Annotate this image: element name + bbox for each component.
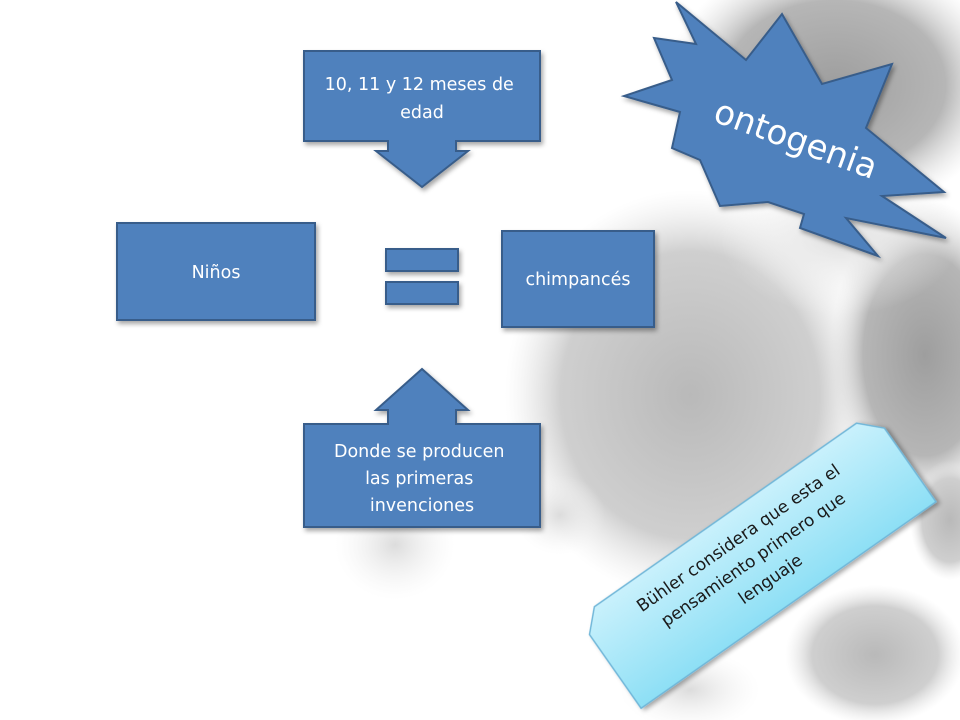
top-callout-shape [303, 50, 541, 189]
top-callout-text: 10, 11 y 12 meses de edad [325, 75, 520, 123]
note-shape [588, 422, 938, 710]
left-box [116, 222, 316, 321]
top-callout-line: 10, 11 y 12 meses de [325, 75, 514, 95]
bottom-callout-line: las primeras [365, 469, 473, 489]
equals-bar-top [385, 248, 459, 272]
bottom-callout-line: Donde se producen [334, 442, 504, 462]
equals-bar-bottom [385, 281, 459, 305]
ontogenia-burst [620, 1, 947, 259]
bg-blob [785, 585, 960, 720]
top-callout-line: edad [400, 103, 444, 123]
note-group: Bühler considera que esta el pensamiento… [588, 422, 938, 710]
right-box [501, 230, 655, 328]
bottom-callout-text: Donde se producen las primeras invencion… [334, 442, 510, 516]
bottom-callout-line: invenciones [370, 496, 474, 516]
right-box-label: chimpancés [525, 270, 630, 290]
bottom-callout [303, 367, 541, 528]
bottom-callout-shape [303, 367, 541, 528]
left-box-label: Niños [192, 263, 241, 283]
equals-sign [385, 248, 459, 305]
top-callout [303, 50, 541, 189]
